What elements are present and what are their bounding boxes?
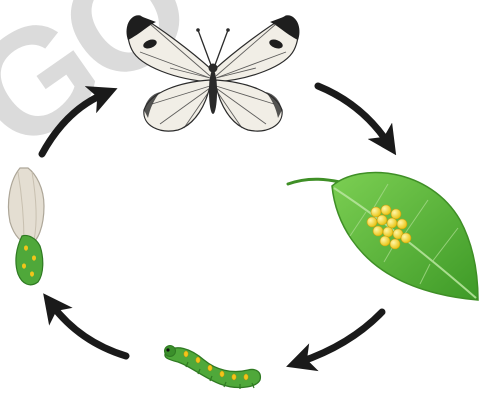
arrow-pupa-to-adult bbox=[42, 94, 104, 154]
arrow-egg-to-larva bbox=[300, 312, 382, 362]
chrysalis-icon bbox=[8, 168, 44, 285]
leaf-with-eggs-icon bbox=[288, 172, 478, 300]
arrow-adult-to-egg bbox=[318, 86, 388, 143]
butterfly-icon bbox=[127, 16, 300, 131]
cycle-arrows bbox=[42, 86, 388, 362]
arrow-larva-to-pupa bbox=[52, 305, 126, 356]
caterpillar-icon bbox=[165, 346, 261, 390]
